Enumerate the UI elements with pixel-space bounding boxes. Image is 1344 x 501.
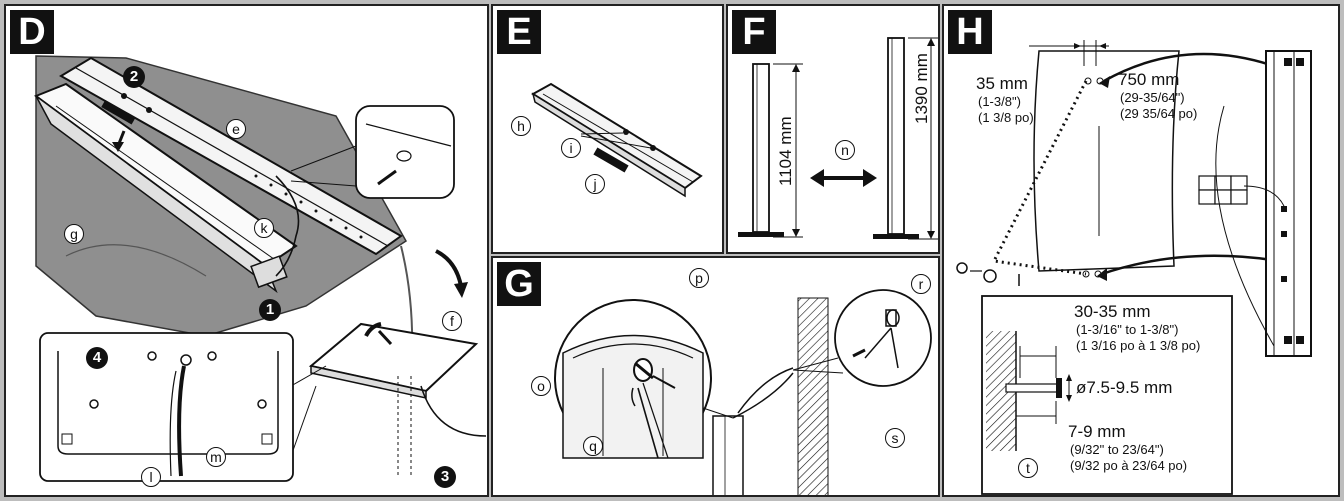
label-f: f bbox=[442, 311, 462, 331]
panel-e: E h i j bbox=[491, 4, 724, 254]
dim-35mm-po: (1 3/8 po) bbox=[978, 110, 1034, 125]
height-short-label: 1104 mm bbox=[776, 116, 795, 186]
panel-f-drawing bbox=[738, 37, 938, 240]
label-q: q bbox=[583, 436, 603, 456]
label-g: g bbox=[64, 224, 84, 244]
label-p: p bbox=[689, 268, 709, 288]
panel-g-drawing bbox=[554, 289, 932, 495]
dim-7-9mm-po: (9/32 po à 23/64 po) bbox=[1070, 458, 1188, 473]
panel-d-drawing bbox=[33, 55, 487, 482]
dim-7-9mm: 7-9 mm bbox=[1068, 422, 1126, 441]
step-2-marker: 2 bbox=[123, 66, 145, 88]
dim-35mm-inch: (1-3/8") bbox=[978, 94, 1021, 109]
panel-h: H 35 mm (1-3/8") (1 3/8 po) 750 mm (29-3… bbox=[942, 4, 1340, 497]
label-k: k bbox=[254, 218, 274, 238]
dim-750mm: 750 mm bbox=[1118, 70, 1180, 89]
panel-e-letter: E bbox=[497, 10, 541, 54]
height-tall-label: 1390 mm bbox=[912, 53, 931, 124]
label-r: r bbox=[911, 274, 931, 294]
panel-f: F 1104 mm 1390 mm n bbox=[726, 4, 940, 254]
panel-e-drawing bbox=[531, 82, 703, 198]
dim-30-35mm-inch: (1-3/16" to 1-3/8") bbox=[1076, 322, 1179, 337]
step-3-marker: 3 bbox=[434, 466, 456, 488]
panel-g: G p o q r s bbox=[491, 256, 940, 497]
dim-diameter: ø7.5-9.5 mm bbox=[1076, 378, 1173, 397]
dim-30-35mm-po: (1 3/16 po à 1 3/8 po) bbox=[1076, 338, 1201, 353]
dim-750mm-inch: (29-35/64") bbox=[1120, 90, 1185, 105]
label-l: l bbox=[141, 467, 161, 487]
label-o: o bbox=[531, 376, 551, 396]
label-j: j bbox=[585, 174, 605, 194]
panel-d-letter: D bbox=[10, 10, 54, 54]
step-4-marker: 4 bbox=[86, 347, 108, 369]
panel-g-letter: G bbox=[497, 262, 541, 306]
label-h: h bbox=[511, 116, 531, 136]
label-m: m bbox=[206, 447, 226, 467]
label-n: n bbox=[835, 140, 855, 160]
label-t: t bbox=[1018, 458, 1038, 478]
step-1-marker: 1 bbox=[259, 299, 281, 321]
panel-d: D 2 e k g 1 f 4 m l 3 bbox=[4, 4, 489, 497]
label-s: s bbox=[885, 428, 905, 448]
dim-35mm: 35 mm bbox=[976, 74, 1028, 93]
panel-h-drawing bbox=[956, 40, 1312, 495]
dim-7-9mm-inch: (9/32" to 23/64") bbox=[1070, 442, 1164, 457]
label-e: e bbox=[226, 119, 246, 139]
dim-750mm-po: (29 35/64 po) bbox=[1120, 106, 1198, 121]
dim-30-35mm: 30-35 mm bbox=[1074, 302, 1151, 321]
panel-h-letter: H bbox=[948, 10, 992, 54]
panel-f-letter: F bbox=[732, 10, 776, 54]
label-i: i bbox=[561, 138, 581, 158]
